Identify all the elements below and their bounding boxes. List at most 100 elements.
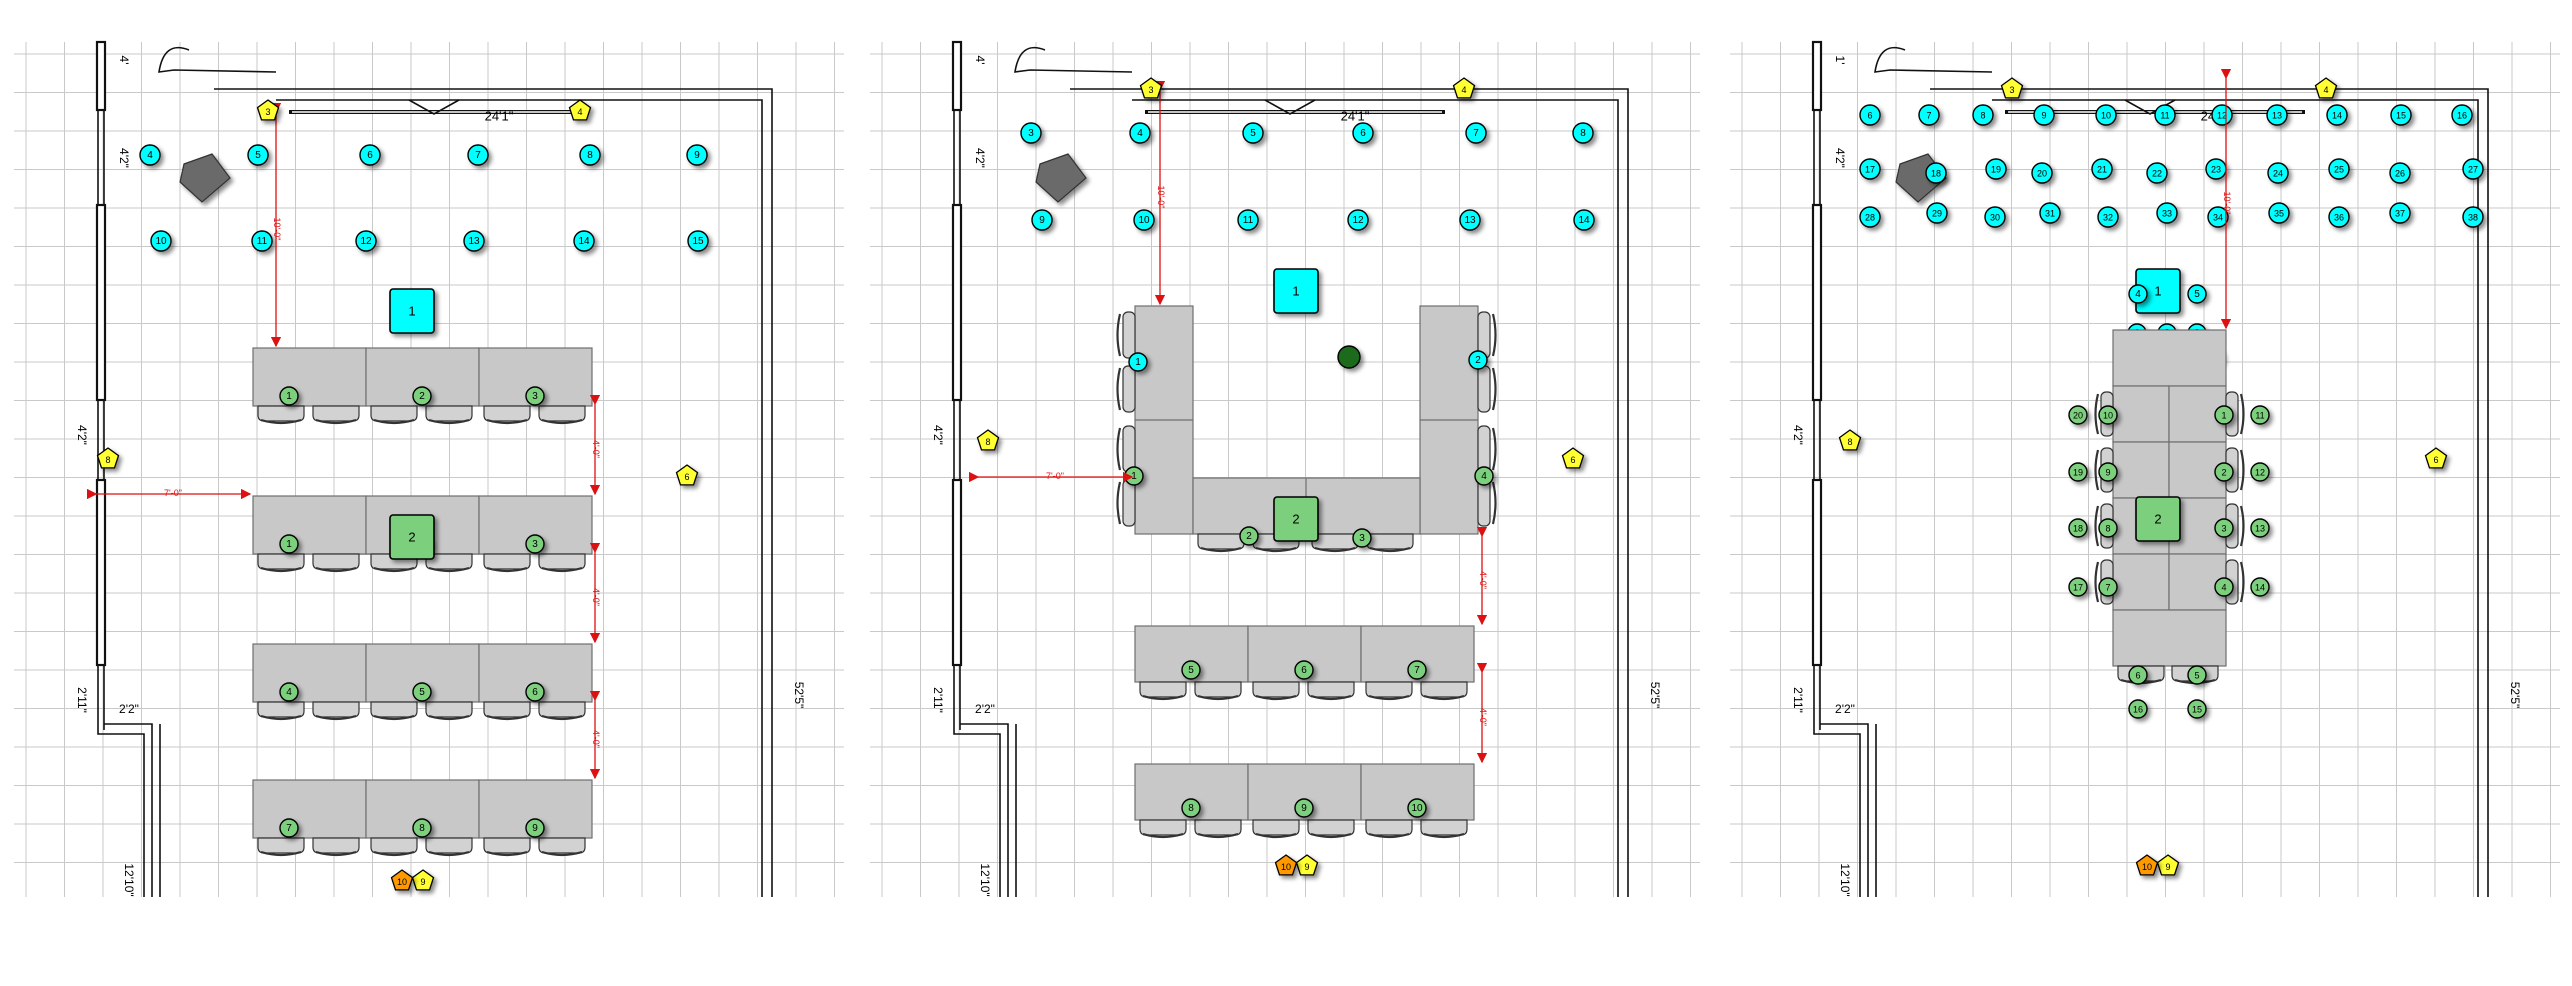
cyan-marker-a-11-circle — [687, 230, 709, 252]
yellow-marker-c-3-shape — [2424, 447, 2448, 469]
screen-b: 2 — [1273, 496, 1319, 542]
seat-marker-c-il-3-label: 7 — [2105, 583, 2110, 593]
seat-marker-b-row-1-0-circle — [1181, 798, 1201, 818]
wall-top-right-inner — [1992, 99, 2479, 897]
cyan-marker-a-10: 14 — [573, 230, 595, 252]
dim-left-mid: 4'2" — [1791, 425, 1805, 445]
seat-marker-b-0: 1 — [1128, 352, 1148, 372]
seat-marker-c-ir-3-label: 4 — [2221, 583, 2226, 593]
chair-a-3-2-l-back — [486, 850, 528, 857]
desk-c-l-0 — [2112, 385, 2170, 443]
cyan-marker-c-19: 25 — [2328, 158, 2350, 180]
cyan-marker-c-18-label: 24 — [2273, 169, 2283, 179]
yellow-marker-c-2: 8 — [1838, 429, 1862, 451]
seat-marker-c-or-3: 14 — [2250, 577, 2270, 597]
seat-marker-c-ol-3-label: 17 — [2073, 583, 2083, 593]
chair-a-1-2-r-back — [541, 566, 583, 573]
chair-b-row-1-0-l-seat — [1139, 819, 1187, 836]
chair-a-0-1-r-seat — [425, 405, 473, 422]
chair-b-row-0-1-r-back — [1310, 694, 1352, 701]
door-swing — [1014, 46, 1133, 73]
seat-marker-c-or-0-circle — [2250, 405, 2270, 425]
cyan-marker-c-25-circle — [2039, 202, 2061, 224]
chair-b-left-0-seat — [1122, 311, 1136, 359]
chair-a-3-0-l-back — [260, 850, 302, 857]
cyan-marker-c-22: 28 — [1859, 206, 1881, 228]
orange-marker-c: 10 — [2135, 854, 2159, 876]
screen-b-label: 2 — [1292, 512, 1299, 527]
door-swing — [158, 46, 277, 73]
yellow-marker-c-0-shape — [2000, 77, 2024, 99]
cyan-marker-b-5: 8 — [1572, 122, 1594, 144]
cyan-marker-c-28-label: 34 — [2213, 213, 2223, 223]
seat-marker-c-or-1-circle — [2250, 462, 2270, 482]
seat-marker-c-ir-3: 4 — [2214, 577, 2234, 597]
cyan-marker-c-24-label: 30 — [1990, 213, 2000, 223]
chair-b-row-0-2-l — [1365, 681, 1413, 701]
chair-a-1-2-l-back — [486, 566, 528, 573]
yellow-marker-a-3-label: 6 — [684, 472, 689, 482]
seat-marker-a-2-2: 6 — [525, 682, 545, 702]
desk-a-1-0 — [252, 495, 367, 555]
chair-b-bottom-0-back — [1200, 546, 1242, 553]
chair-a-3-2-r — [538, 837, 586, 857]
cyan-marker-c-32-circle — [2462, 206, 2484, 228]
dim-left-mid: 4'2" — [75, 425, 89, 445]
chair-a-3-0-r-back — [315, 850, 357, 857]
seat-marker-c-ol-1-circle — [2068, 462, 2088, 482]
cyan-top-c-3: 4 — [2128, 284, 2148, 304]
chair-b-right-3-back — [1491, 481, 1497, 525]
yellow-marker-a-3: 6 — [675, 464, 699, 486]
seat-marker-b-5-label: 4 — [1481, 471, 1487, 482]
cyan-marker-c-6: 12 — [2211, 104, 2233, 126]
chair-a-0-1-l — [370, 405, 418, 425]
cyan-marker-a-9: 13 — [463, 230, 485, 252]
yellow-marker-c-0-label: 3 — [2009, 85, 2014, 95]
chair-b-right-1-back — [1491, 367, 1497, 411]
dim-gap1-b-text: 4'-0" — [1478, 571, 1488, 589]
seat-marker-b-1-label: 1 — [1131, 471, 1137, 482]
chair-a-1-0-l-back — [260, 566, 302, 573]
chair-a-0-2-l-seat — [483, 405, 531, 422]
dim-arrow-top-c-text: 10'-0" — [2222, 192, 2232, 215]
cyan-marker-a-7-label: 11 — [257, 236, 268, 247]
seat-marker-b-2-label: 2 — [1246, 531, 1252, 542]
seat-marker-c-or-1-label: 12 — [2255, 468, 2265, 478]
cyan-marker-c-15-circle — [2091, 158, 2113, 180]
camera-marker-b — [1337, 345, 1361, 369]
cyan-marker-c-12-circle — [1925, 162, 1947, 184]
cyan-marker-c-17-label: 23 — [2211, 165, 2221, 175]
cyan-marker-a-9-circle — [463, 230, 485, 252]
dim-arrow-top-b: 10'-0" — [1154, 80, 1166, 306]
dim-gap1-a: 4'-0" — [589, 394, 601, 496]
chair-c-left-3-back — [2094, 561, 2100, 603]
seat-marker-b-5: 4 — [1474, 466, 1494, 486]
seat-marker-c-ol-0: 20 — [2068, 405, 2088, 425]
chair-b-row-1-2-l — [1365, 819, 1413, 839]
seat-marker-c-il-2-label: 8 — [2105, 524, 2110, 534]
cyan-marker-c-26: 32 — [2097, 206, 2119, 228]
cyan-marker-b-2-label: 5 — [1250, 128, 1256, 139]
seat-marker-c-ol-3: 17 — [2068, 577, 2088, 597]
seat-marker-a-1-0: 1 — [279, 534, 299, 554]
chair-b-row-0-2-l-back — [1368, 694, 1410, 701]
chair-a-0-2-r — [538, 405, 586, 425]
dim-gap1-a-text: 4'-0" — [591, 440, 601, 458]
chair-b-bottom-3-back — [1369, 546, 1411, 553]
cyan-marker-a-2: 6 — [359, 144, 381, 166]
seat-marker-a-0-1: 2 — [412, 386, 432, 406]
yellow-marker-c-2-label: 8 — [1847, 437, 1852, 447]
chair-b-row-0-0-l — [1139, 681, 1187, 701]
cyan-marker-c-12: 18 — [1925, 162, 1947, 184]
seat-marker-b-4-label: 2 — [1475, 355, 1481, 366]
cyan-marker-c-3: 9 — [2033, 104, 2055, 126]
chair-b-row-1-0-r-seat — [1194, 819, 1242, 836]
cyan-marker-b-1-circle — [1129, 122, 1151, 144]
seat-marker-a-3-2: 9 — [525, 818, 545, 838]
cyan-marker-b-2: 5 — [1242, 122, 1264, 144]
dim-gap2-b-text: 4'-0" — [1478, 708, 1488, 726]
cyan-marker-c-7-label: 13 — [2272, 111, 2282, 121]
cyan-marker-c-8-label: 14 — [2332, 111, 2342, 121]
chair-b-row-1-0-l-back — [1142, 832, 1184, 839]
